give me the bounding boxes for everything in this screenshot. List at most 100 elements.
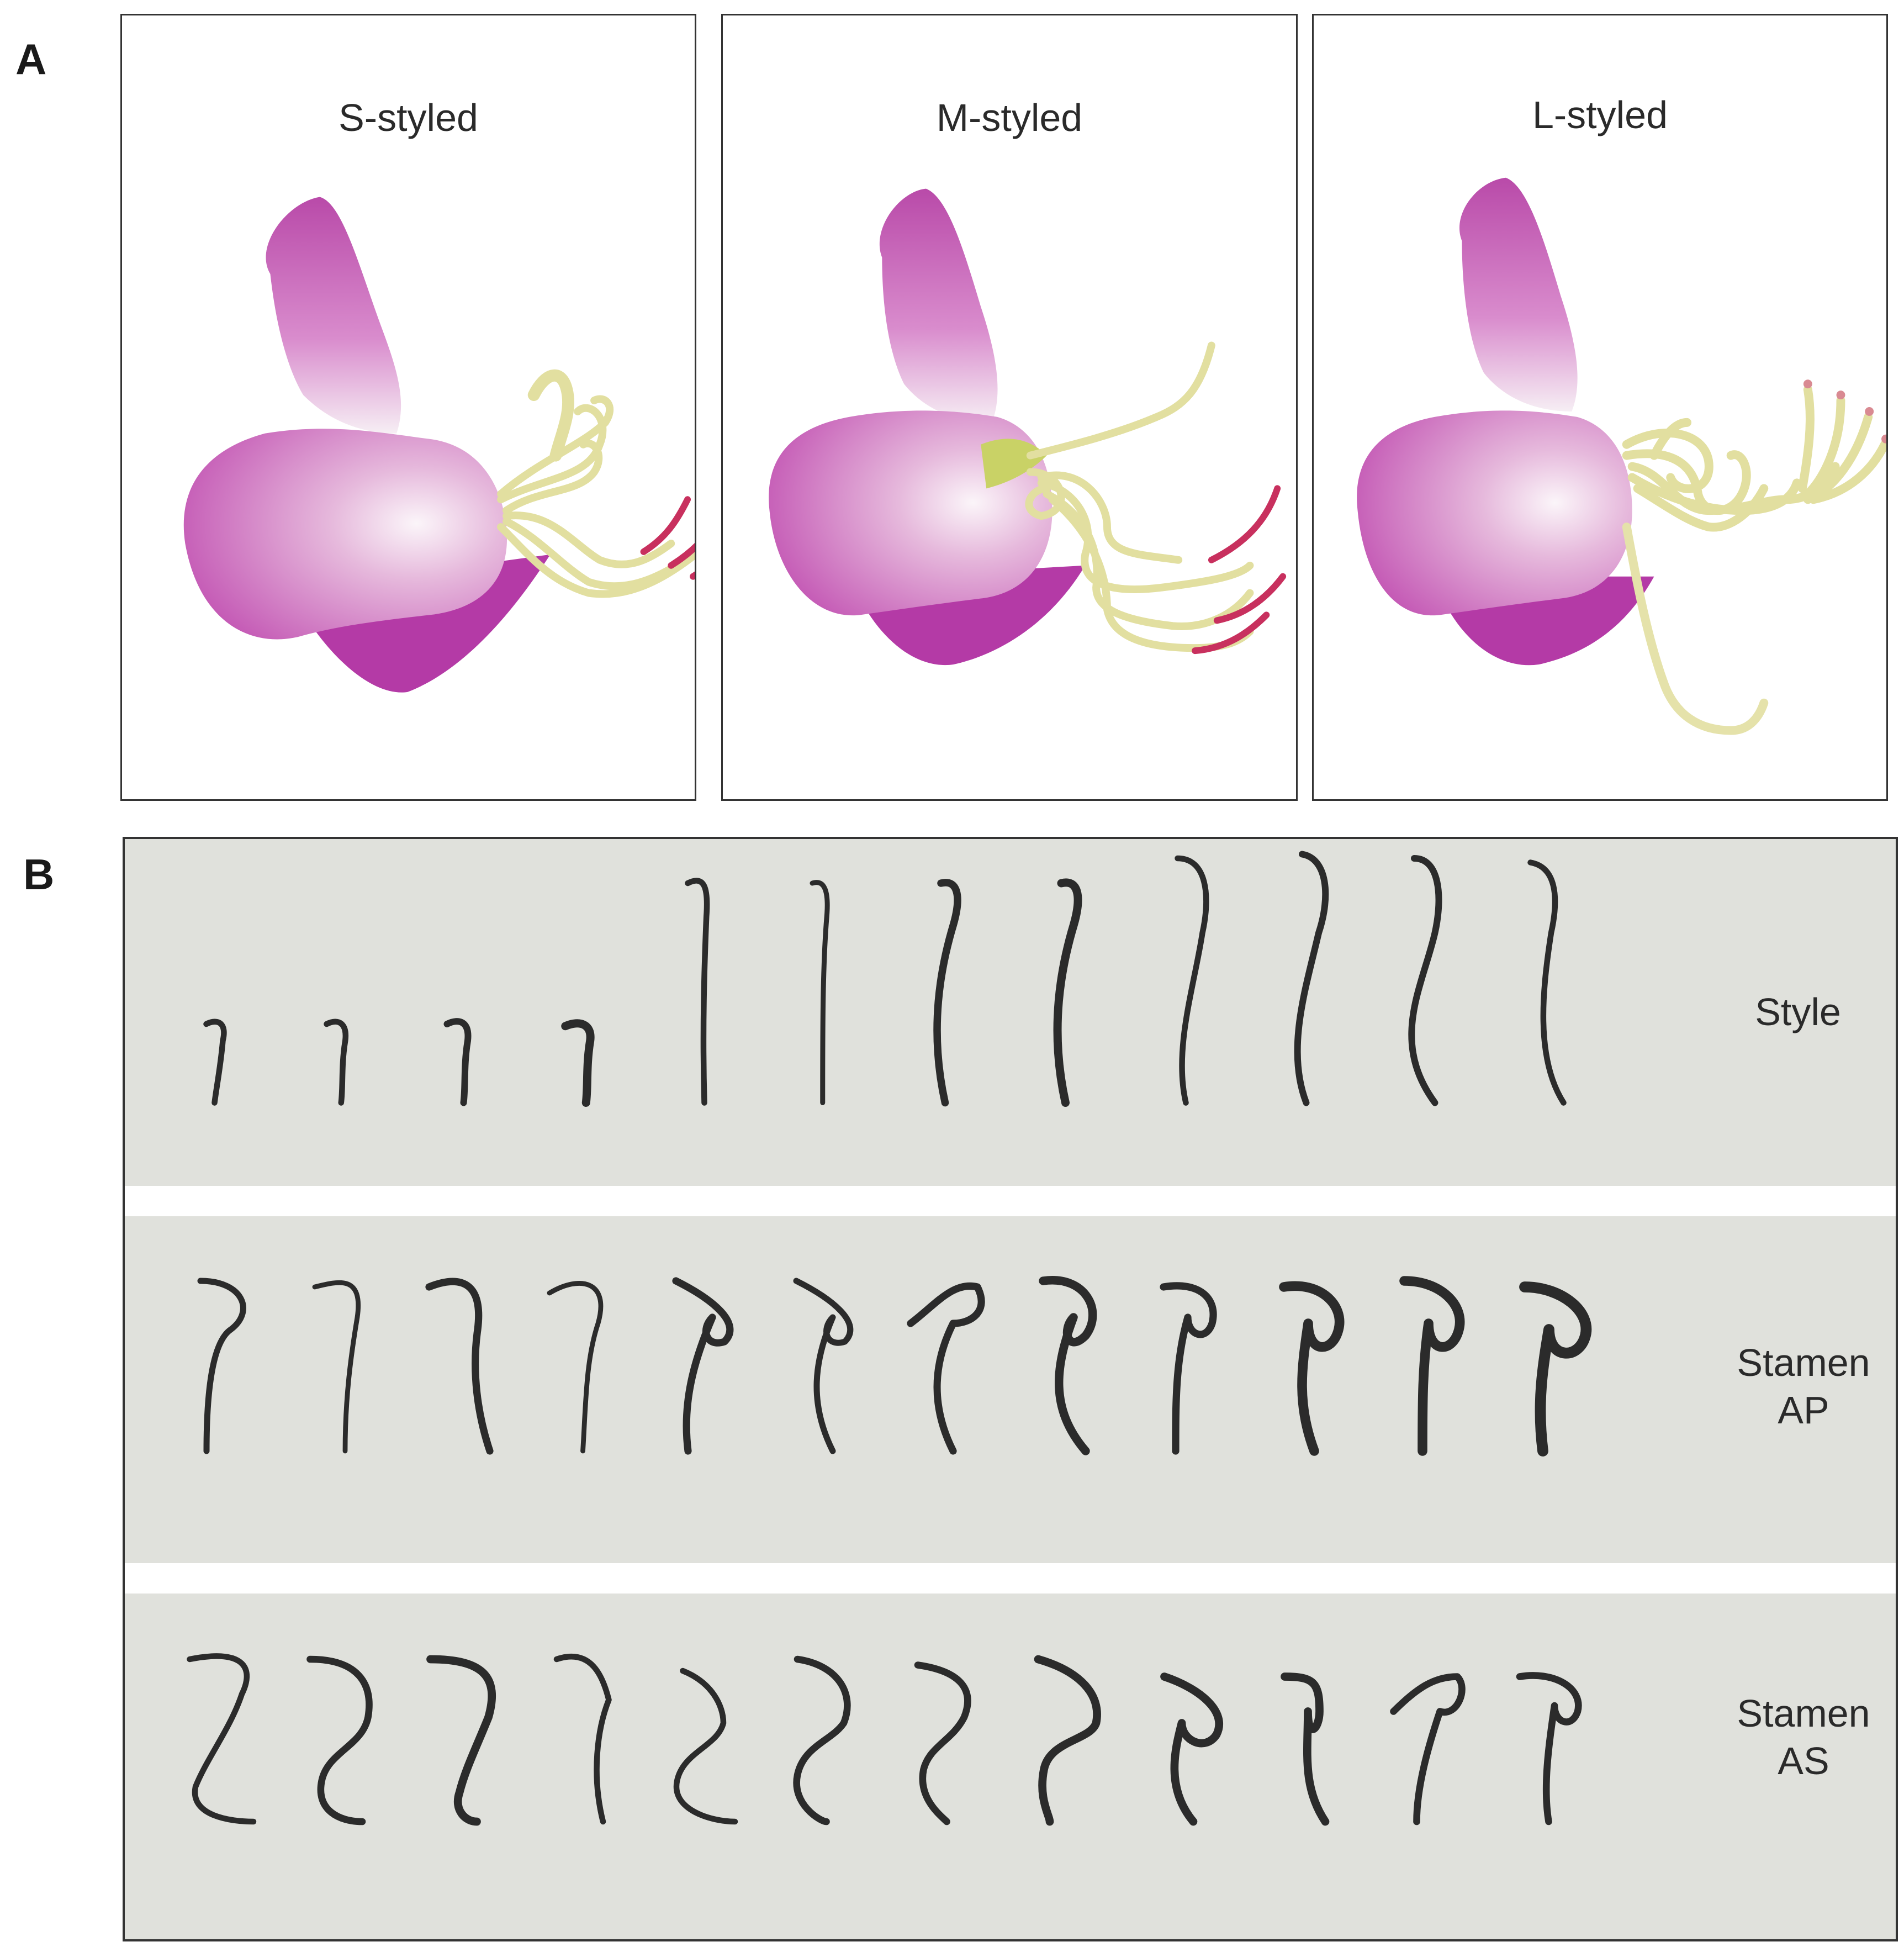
stamen-as-silhouette-3 <box>426 1655 496 1826</box>
stamen-ap-silhouette-5 <box>672 1277 734 1455</box>
style-silhouette-path <box>443 1018 472 1106</box>
main-petal <box>183 429 507 640</box>
stamen-ap-silhouette-9 <box>1160 1282 1217 1455</box>
style-silhouette-path <box>1294 851 1329 1106</box>
stamen-as-silhouette-path <box>1281 1672 1330 1826</box>
stamen-ap-silhouette-11 <box>1399 1276 1465 1456</box>
stamen-as-silhouette-path <box>914 1661 971 1825</box>
row-label-style-line1: Style <box>1755 990 1841 1033</box>
style-silhouette-9 <box>1175 855 1209 1106</box>
stamen-as-silhouette-7 <box>914 1661 971 1825</box>
silhouette-grid <box>187 851 1592 1826</box>
row-label-stamen-ap-line2: AP <box>1778 1389 1829 1432</box>
stamen-as-silhouette-path <box>553 1653 612 1825</box>
stamen-ap-silhouette-path <box>793 1278 854 1454</box>
stamen-ap-silhouette-path <box>1160 1282 1217 1455</box>
style-silhouette-path <box>1053 878 1082 1107</box>
stamen-ap-silhouette-path <box>1039 1276 1097 1455</box>
upper-petal <box>879 188 998 423</box>
style-silhouette-11 <box>1408 855 1442 1106</box>
stamen-ap-silhouette-path <box>1279 1281 1345 1456</box>
stamen-as-silhouette-path <box>793 1655 851 1825</box>
stamen-ap-silhouette-6 <box>793 1278 854 1454</box>
stamen-as-silhouette-path <box>1390 1673 1466 1825</box>
long-style <box>1622 523 1769 735</box>
stamen-ap-silhouette-8 <box>1039 1276 1097 1455</box>
style-silhouette-2 <box>324 1019 349 1106</box>
style-silhouette-path <box>1175 855 1209 1106</box>
upper-petal <box>1459 177 1578 411</box>
stamen-ap-silhouette-12 <box>1519 1281 1592 1457</box>
row-label-style: Style <box>1721 988 1875 1036</box>
style-silhouette-12 <box>1527 859 1567 1106</box>
stamen-as-silhouette-path <box>1160 1672 1224 1826</box>
upper-petal <box>266 197 401 434</box>
style-silhouette-path <box>203 1019 227 1106</box>
style-silhouette-path <box>561 1019 595 1107</box>
flower-box-s-styled: S-styled <box>120 14 696 801</box>
flower-box-l-styled: L-styled <box>1312 14 1888 801</box>
style-silhouette-8 <box>1053 878 1082 1107</box>
stamen-as-silhouette-12 <box>1516 1672 1582 1825</box>
row-label-stamen-ap-line1: Stamen <box>1737 1341 1870 1384</box>
stamen-ap-silhouette-path <box>547 1281 604 1454</box>
stamen-ap-silhouette-path <box>425 1278 494 1455</box>
style-silhouette-5 <box>685 878 710 1106</box>
band-style <box>125 839 1896 1186</box>
style-silhouette-10 <box>1294 851 1329 1106</box>
stamen-as-silhouette-2 <box>306 1655 373 1825</box>
flower-title-s-styled: S-styled <box>339 96 478 139</box>
stamen-as-silhouette-5 <box>673 1668 738 1825</box>
stamen-ap-silhouette-2 <box>312 1280 361 1454</box>
row-label-stamen-as-line1: Stamen <box>1737 1692 1870 1735</box>
stamen-ap-silhouette-4 <box>547 1281 604 1454</box>
band-stamen-ap <box>125 1216 1896 1563</box>
row-label-stamen-as: Stamen AS <box>1721 1690 1886 1785</box>
stamen-as-silhouette-path <box>673 1668 738 1825</box>
stamen-as-silhouette-path <box>306 1655 373 1825</box>
row-label-stamen-ap: Stamen AP <box>1721 1339 1886 1434</box>
style-silhouette-3 <box>443 1018 472 1106</box>
stamen-as-silhouette-path <box>187 1653 257 1825</box>
band-stamen-as <box>125 1594 1896 1939</box>
style-silhouette-path <box>810 880 830 1105</box>
style-silhouette-path <box>933 879 961 1107</box>
stamen-ap-silhouette-10 <box>1279 1281 1345 1456</box>
panel-a-letter: A <box>15 35 47 83</box>
main-petal <box>1357 410 1632 616</box>
panel-b-letter: B <box>23 850 55 899</box>
stamen-as-silhouette-path <box>1516 1672 1582 1825</box>
stamen-as-silhouette-1 <box>187 1653 257 1825</box>
stamen-ap-silhouette-path <box>197 1278 246 1454</box>
stamen-as-silhouette-11 <box>1390 1673 1466 1825</box>
style-silhouette-4 <box>561 1019 595 1107</box>
stamen-ap-silhouette-3 <box>425 1278 494 1455</box>
stamen-as-silhouette-path <box>1034 1655 1101 1826</box>
stamen-ap-silhouette-path <box>1399 1276 1465 1456</box>
style-silhouette-6 <box>810 880 830 1105</box>
style-silhouette-7 <box>933 879 961 1107</box>
stamen-ap-silhouette-7 <box>907 1282 985 1455</box>
stamen-ap-silhouette-path <box>672 1277 734 1455</box>
flower-title-m-styled: M-styled <box>936 96 1083 139</box>
flower-illustration-m-styled <box>769 188 1287 666</box>
style-silhouette-path <box>685 878 710 1106</box>
stamen-as-silhouette-10 <box>1281 1672 1330 1826</box>
stamen-ap-silhouette-1 <box>197 1278 246 1454</box>
stamen-as-silhouette-path <box>426 1655 496 1826</box>
stamen-ap-silhouette-path <box>1519 1281 1592 1457</box>
style-silhouette-path <box>324 1019 349 1106</box>
stamen-as-silhouette-9 <box>1160 1672 1224 1826</box>
flower-title-l-styled: L-styled <box>1532 93 1668 136</box>
panel-b-frame: Style Stamen AP Stamen AS <box>123 837 1898 1941</box>
flower-illustration-l-styled <box>1357 177 1886 735</box>
flower-illustration-s-styled <box>183 197 695 693</box>
stamen-ap-silhouette-path <box>312 1280 361 1454</box>
style-silhouette-path <box>1527 859 1567 1106</box>
row-label-stamen-as-line2: AS <box>1778 1739 1829 1782</box>
flower-box-m-styled: M-styled <box>721 14 1298 801</box>
style-silhouette-1 <box>203 1019 227 1106</box>
main-petal <box>769 410 1053 616</box>
stamen-as-silhouette-6 <box>793 1655 851 1825</box>
stamen-as-silhouette-4 <box>553 1653 612 1825</box>
